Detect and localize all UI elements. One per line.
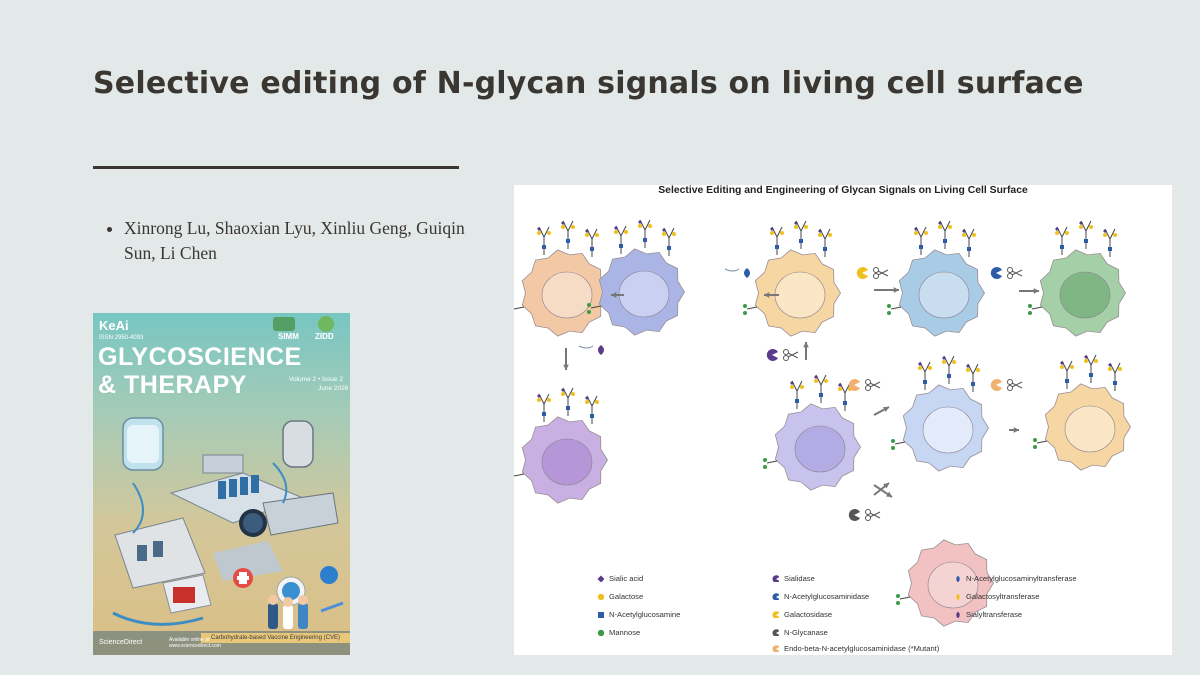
- legend-marker-icon: [956, 593, 960, 600]
- cell-1: [514, 220, 608, 337]
- legend-label: Galactose: [609, 592, 644, 601]
- legend-marker-icon: [597, 593, 604, 600]
- legend-item: N-Acetylglucosaminyltransferase: [956, 574, 1077, 583]
- cover-date: June 2026: [318, 385, 349, 392]
- legend-marker-icon: [597, 629, 604, 636]
- cell-6: [514, 387, 608, 504]
- cover-availability: Available online at www.sciencedirect.co…: [169, 637, 221, 649]
- cell-2: [587, 219, 685, 336]
- legend-label: Galactosyltransferase: [966, 592, 1040, 601]
- cover-title-line2: & THERAPY: [98, 371, 247, 399]
- cover-caption: Carbohydrate-based Vaccine Engineering (…: [211, 635, 340, 641]
- author-item: Xinrong Lu, Shaoxian Lyu, Xinliu Geng, G…: [124, 216, 484, 266]
- legend-label: N-Acetylglucosaminidase: [784, 592, 870, 601]
- process-arrow: [873, 406, 890, 416]
- legend-label: Endo-beta-N-acetylglucosaminidase (*Muta…: [784, 644, 940, 653]
- cell-3: [743, 220, 841, 337]
- legend-item: Galactose: [597, 592, 644, 601]
- cell-5: [1028, 220, 1126, 337]
- enzyme-icon: [848, 379, 881, 391]
- legend-marker-icon: [772, 629, 779, 636]
- title-divider: [93, 166, 459, 169]
- cover-title-line1: GLYCOSCIENCE: [98, 343, 302, 371]
- legend-label: Galactosidase: [784, 610, 833, 619]
- enzyme-icon: [848, 508, 881, 521]
- legend-label: Sialidase: [784, 574, 815, 583]
- legend-marker-icon: [772, 645, 779, 652]
- legend-label: Mannose: [609, 628, 641, 637]
- legend-marker-icon: [956, 575, 960, 582]
- process-arrow: [563, 348, 569, 370]
- cell-4: [887, 220, 985, 337]
- legend-label: Sialic acid: [609, 574, 644, 583]
- legend-item: N-Acetylglucosaminidase: [772, 592, 870, 601]
- cover-brand: KeAi: [99, 318, 129, 333]
- legend-label: N-Glycanase: [784, 628, 828, 637]
- legend-item: Sialyltransferase: [956, 610, 1023, 619]
- process-arrow: [803, 342, 809, 360]
- legend-item: Mannose: [597, 628, 641, 637]
- cover-issn: ISSN 2950-4093: [99, 335, 144, 341]
- legend-item: N-Glycanase: [772, 628, 828, 637]
- legend-label: Sialyltransferase: [966, 610, 1023, 619]
- process-arrow: [1009, 427, 1019, 433]
- legend-item: Sialic acid: [597, 574, 644, 583]
- legend-marker-icon: [597, 575, 604, 582]
- legend-item: Galactosidase: [772, 610, 833, 619]
- legend-label: N-Acetylglucosaminyltransferase: [966, 574, 1077, 583]
- figure-diagram: [514, 219, 1131, 627]
- legend-label: N-Acetylglucosamine: [609, 610, 681, 619]
- process-arrow: [764, 292, 779, 298]
- enzyme-icon: [990, 267, 1023, 279]
- enzyme-icon: [856, 267, 889, 279]
- legend-marker-icon: [598, 612, 604, 618]
- transferase-icon: [578, 345, 604, 355]
- cover-logo-zidd: ZIDD: [315, 332, 334, 341]
- cover-publisher: ScienceDirect: [99, 639, 143, 646]
- legend-item: Endo-beta-N-acetylglucosaminidase (*Muta…: [772, 644, 940, 653]
- cell-9: [1033, 354, 1131, 471]
- cell-7: [763, 374, 861, 491]
- legend-marker-icon: [772, 611, 779, 618]
- process-arrow: [611, 292, 624, 298]
- legend-marker-icon: [772, 593, 779, 600]
- legend-item: Galactosyltransferase: [956, 592, 1040, 601]
- cover-logo-simm: SIMM: [278, 332, 299, 341]
- glycan-editing-figure: Selective Editing and Engineering of Gly…: [514, 185, 1172, 655]
- cover-illustration: [93, 316, 350, 655]
- cell-8: [891, 355, 989, 472]
- cell-10: [896, 539, 994, 627]
- enzyme-icon: [990, 379, 1023, 391]
- cover-volume: Volume 2 • Issue 2: [289, 376, 343, 383]
- process-arrow: [874, 287, 899, 293]
- enzyme-icon: [766, 349, 799, 361]
- legend-item: N-Acetylglucosamine: [598, 610, 681, 619]
- legend-marker-icon: [956, 611, 960, 618]
- process-arrow: [873, 484, 893, 498]
- transferase-icon: [724, 268, 750, 278]
- journal-cover: KeAi ISSN 2950-4093 SIMM ZIDD GLYCOSCIEN…: [93, 313, 350, 655]
- figure-title: Selective Editing and Engineering of Gly…: [658, 185, 1028, 196]
- process-arrow: [1019, 288, 1039, 294]
- legend-marker-icon: [772, 575, 779, 582]
- author-list: Xinrong Lu, Shaoxian Lyu, Xinliu Geng, G…: [104, 216, 484, 266]
- legend-item: Sialidase: [772, 574, 815, 583]
- slide-title: Selective editing of N-glycan signals on…: [93, 66, 1084, 101]
